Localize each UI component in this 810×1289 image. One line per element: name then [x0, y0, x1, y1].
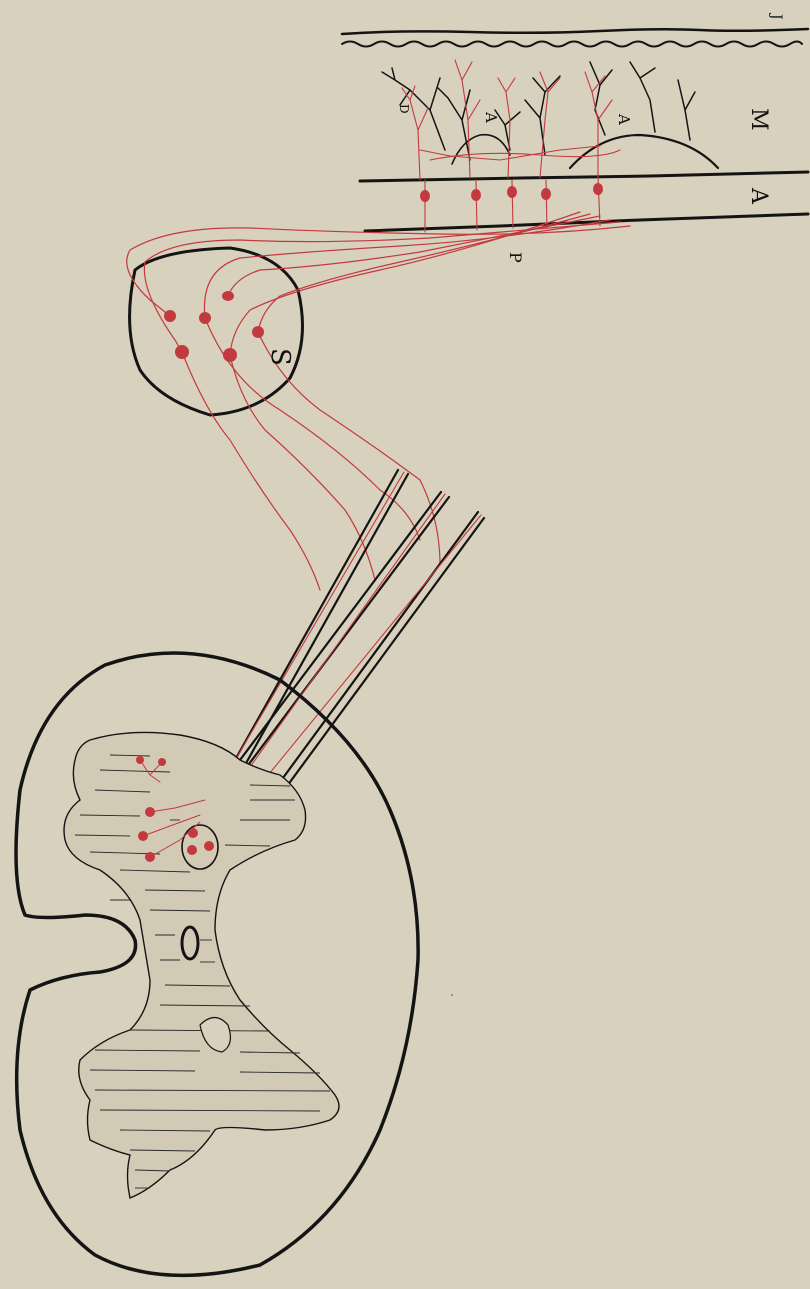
label-top-right: J	[768, 12, 784, 20]
label-circular-a: A	[746, 187, 771, 205]
label-ganglion: S	[265, 348, 295, 366]
gut-wall	[342, 29, 808, 232]
ganglion-neurons	[164, 291, 264, 362]
black-dendrites	[382, 62, 695, 160]
spinal-cord-section	[16, 653, 418, 1275]
label-inner-a-left: A	[482, 111, 500, 123]
label-mucosa: M	[746, 108, 771, 131]
nerve-roots	[210, 470, 484, 812]
postganglionic-fibers	[127, 212, 630, 355]
preganglionic-fibers	[182, 318, 440, 590]
serosa-line-wavy	[342, 42, 802, 47]
label-dendrite: D	[397, 104, 411, 114]
epithelial-dome-right	[570, 135, 718, 168]
serosa-line-top	[342, 29, 808, 34]
plexus-neurons	[420, 183, 603, 202]
label-plexus: P	[506, 252, 525, 263]
grey-matter	[64, 732, 339, 1198]
paper-speck	[451, 994, 453, 996]
figure-labels: J M A A A P S D	[265, 12, 784, 366]
label-inner-a-right: A	[615, 113, 633, 125]
muscle-boundary-lower	[365, 214, 808, 231]
muscle-boundary-upper	[360, 172, 808, 181]
